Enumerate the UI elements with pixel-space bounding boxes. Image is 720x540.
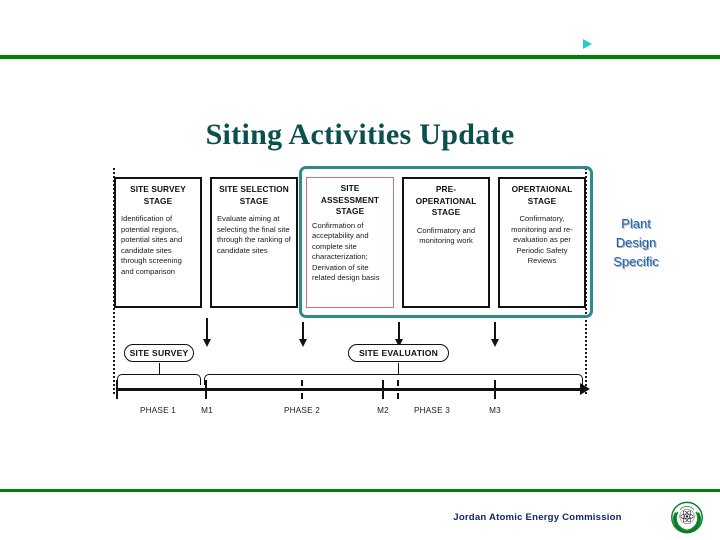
axis-label-phase-2: PHASE 2 — [284, 406, 320, 415]
stage-title: OPERTAIONAL STAGE — [511, 184, 573, 206]
timeline-tick-phase2 — [301, 380, 303, 399]
stage-description: Confirmation of acceptability and comple… — [312, 220, 380, 283]
header-divider-rule — [0, 55, 720, 59]
plant-design-specific-note: Plant Design Specific — [613, 216, 659, 269]
atom-wreath-emblem-icon — [671, 501, 703, 534]
timeline-tick-m3 — [494, 380, 496, 399]
stage-description: Identification of potential regions, pot… — [121, 214, 183, 276]
triangle-right-icon — [583, 39, 592, 49]
footer-divider-rule — [0, 489, 720, 492]
stage-box-operational: OPERTAIONAL STAGE Confirmatory, monitori… — [498, 177, 586, 308]
diagram-right-boundary — [585, 168, 587, 394]
timeline-axis — [116, 388, 583, 391]
pill-site-evaluation: SITE EVALUATION — [348, 344, 449, 362]
axis-label-phase-3: PHASE 3 — [414, 406, 450, 415]
connector-arrow-m2 — [395, 322, 403, 347]
brace-site-survey — [117, 374, 201, 385]
axis-label-m3: M3 — [489, 406, 501, 415]
stage-title: SITE SURVEY STAGE — [130, 184, 186, 206]
timeline-tick-m1 — [205, 380, 207, 399]
stage-box-pre-operational: PRE- OPERATIONAL STAGE Confirmatory and … — [402, 177, 490, 308]
brace-stem-site-survey — [159, 363, 161, 374]
stage-box-site-survey: SITE SURVEY STAGE Identification of pote… — [114, 177, 202, 308]
timeline-tick-start — [116, 380, 118, 399]
stage-title: SITE ASSESSMENT STAGE — [320, 183, 380, 216]
axis-label-phase-1: PHASE 1 — [140, 406, 176, 415]
connector-arrow-phase2-start — [299, 322, 307, 347]
stage-box-site-assessment: SITE ASSESSMENT STAGE Confirmation of ac… — [306, 177, 394, 308]
axis-label-m2: M2 — [377, 406, 389, 415]
stage-title: SITE SELECTION STAGE — [219, 184, 289, 206]
stage-description: Evaluate aiming at selecting the final s… — [217, 214, 291, 255]
highlight-frame — [299, 166, 593, 318]
stage-description: Confirmatory, monitoring and re-evaluati… — [511, 214, 573, 266]
stage-box-site-selection: SITE SELECTION STAGE Evaluate aiming at … — [210, 177, 298, 308]
brace-site-evaluation — [204, 374, 583, 385]
footer-organization-name: Jordan Atomic Energy Commission — [453, 512, 622, 523]
brace-stem-site-evaluation — [398, 363, 400, 374]
axis-label-m1: M1 — [201, 406, 213, 415]
page-title: Siting Activities Update — [205, 118, 515, 151]
timeline-tick-phase3 — [397, 380, 399, 399]
connector-arrow-m1 — [203, 318, 211, 347]
connector-arrow-m3 — [491, 322, 499, 347]
timeline-tick-m2 — [382, 380, 384, 399]
timeline-arrowhead-icon — [580, 383, 590, 395]
stage-title: PRE- OPERATIONAL STAGE — [415, 184, 477, 217]
pill-site-survey: SITE SURVEY — [124, 344, 194, 362]
stage-description: Confirmatory and monitoring work — [416, 225, 476, 246]
